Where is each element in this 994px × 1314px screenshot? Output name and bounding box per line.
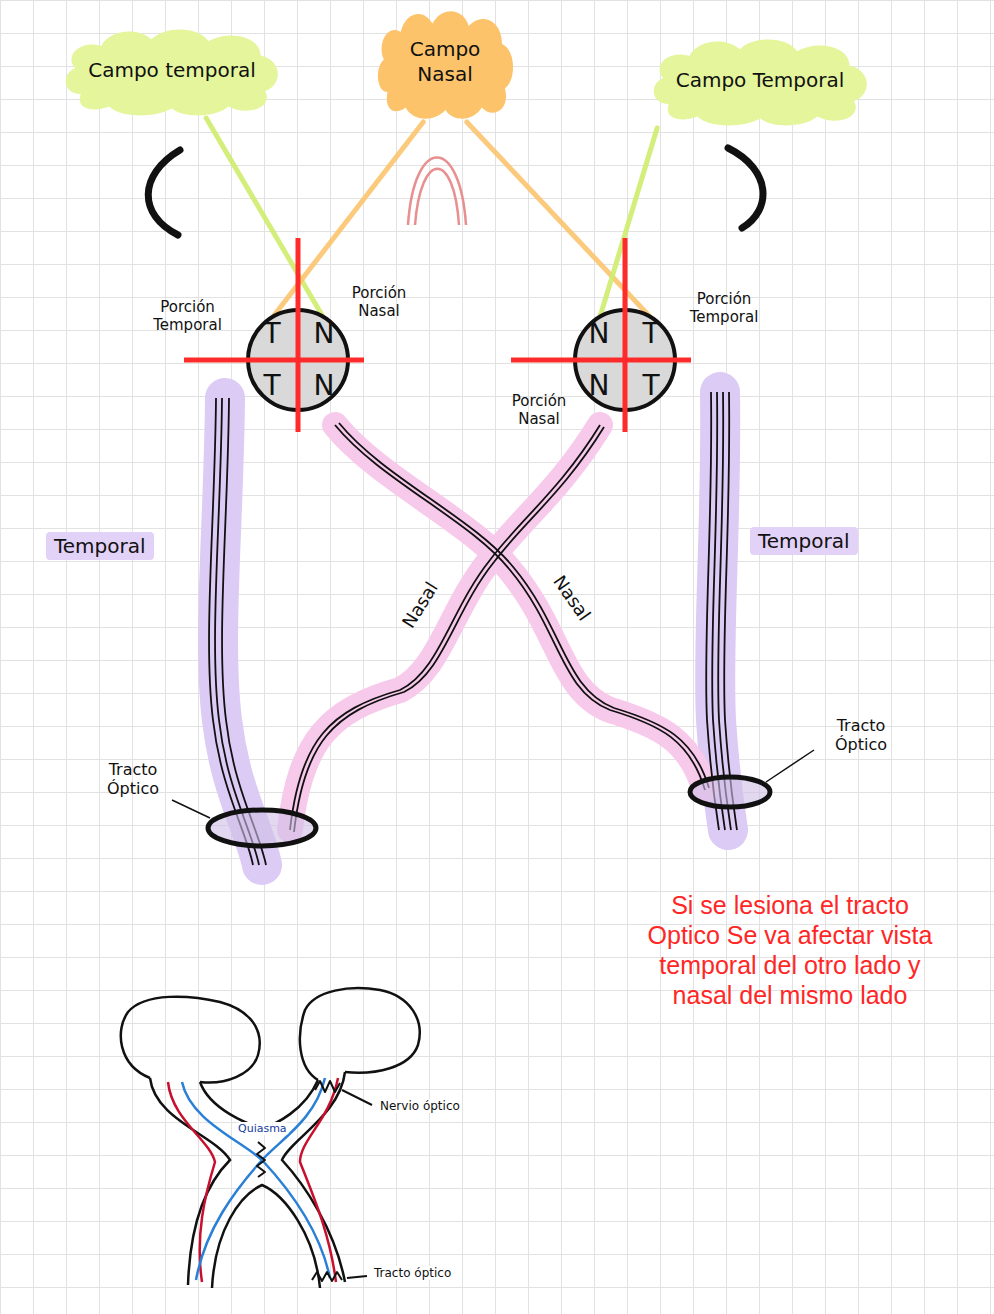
retina-portion-label: Porción Nasal <box>498 392 580 428</box>
quadrant-letter: T <box>246 360 298 412</box>
eyeball-outline <box>121 997 260 1083</box>
cloud-fill <box>653 39 866 125</box>
fiber-line <box>290 425 600 830</box>
quadrant-line <box>296 238 301 432</box>
pathway-outline <box>150 1078 230 1285</box>
field-name: Campo temporal <box>88 58 256 83</box>
optic-tract-ring <box>690 777 770 807</box>
visual-field-cloud: Campo temporal <box>58 22 286 118</box>
field-name: Campo Nasal <box>405 37 485 87</box>
quadrant-letter: T <box>625 308 677 360</box>
fiber-line <box>294 427 604 832</box>
fiber-label: Nasal <box>549 571 595 624</box>
chiasm-sketch <box>121 988 420 1288</box>
field-name: Campo Temporal <box>676 68 845 93</box>
visual-field-cloud: Campo Nasal <box>373 2 518 122</box>
cloud-fill <box>377 11 512 118</box>
lesion-zigzag <box>312 1272 342 1281</box>
quadrant-letter: N <box>298 360 350 412</box>
nasal-fiber-band <box>335 425 705 790</box>
eyeball-outline <box>300 988 420 1080</box>
retina-circle: NTNT <box>573 308 677 412</box>
nose-outline <box>415 169 459 225</box>
retina-portion-label: Porción Nasal <box>343 284 415 320</box>
chiasm-label: Quiasma <box>236 1122 289 1135</box>
leader-line <box>766 750 814 782</box>
nasal-fiber-band <box>290 425 600 830</box>
fiber-label: Temporal <box>750 527 858 555</box>
fiber-line <box>724 392 737 830</box>
quadrant-letter: N <box>298 308 350 360</box>
chiasm-fibers <box>168 1078 338 1282</box>
optic-tract-label: Tracto óptico <box>372 1266 453 1280</box>
optic-tract-label: Tracto Óptico <box>818 716 904 754</box>
quadrant-letter: N <box>573 308 625 360</box>
fiber-label: Temporal <box>46 532 154 560</box>
retina-circle: TNTN <box>246 308 350 412</box>
cloud-fill <box>66 29 278 115</box>
fiber-line <box>335 425 705 790</box>
optic-tract-ring <box>208 810 316 846</box>
lesion-zigzag <box>315 1081 340 1092</box>
quadrant-letter: T <box>246 308 298 360</box>
lesion-note: Si se lesiona el tracto Optico Se va afe… <box>640 890 940 1010</box>
temporal-fiber <box>168 1082 215 1282</box>
fiber-label: Nasal <box>398 578 443 632</box>
retina-portion-label: Porción Temporal <box>140 298 235 334</box>
nasal-fiber <box>196 1078 325 1280</box>
lesion-marks <box>257 1081 372 1281</box>
leader-line <box>342 1090 372 1105</box>
quadrant-line <box>184 358 364 363</box>
temporal-fiber-band <box>218 398 262 865</box>
fiber-lines <box>209 392 737 865</box>
optic-nerve-label: Nervio óptico <box>378 1099 462 1113</box>
fiber-line <box>339 423 709 788</box>
quadrant-line <box>511 358 691 363</box>
projection-line <box>600 128 657 317</box>
projection-line <box>206 118 323 317</box>
face-bracket <box>148 150 180 235</box>
quadrant-line <box>623 238 628 432</box>
face-bracket <box>728 148 763 228</box>
pathway-outline <box>200 1080 318 1128</box>
retina-portion-label: Porción Temporal <box>678 290 770 326</box>
quadrant-letter: T <box>625 360 677 412</box>
leader-line <box>172 800 210 818</box>
nose-outline <box>408 158 466 226</box>
pathway-outline <box>212 1185 320 1288</box>
fiber-line <box>222 398 266 865</box>
temporal-fiber <box>300 1078 338 1282</box>
visual-field-cloud: Campo Temporal <box>646 32 875 128</box>
leader-line <box>347 1276 367 1278</box>
optic-tract-label: Tracto Óptico <box>92 760 174 798</box>
quadrant-letter: N <box>573 360 625 412</box>
lesion-zigzag <box>257 1142 265 1177</box>
